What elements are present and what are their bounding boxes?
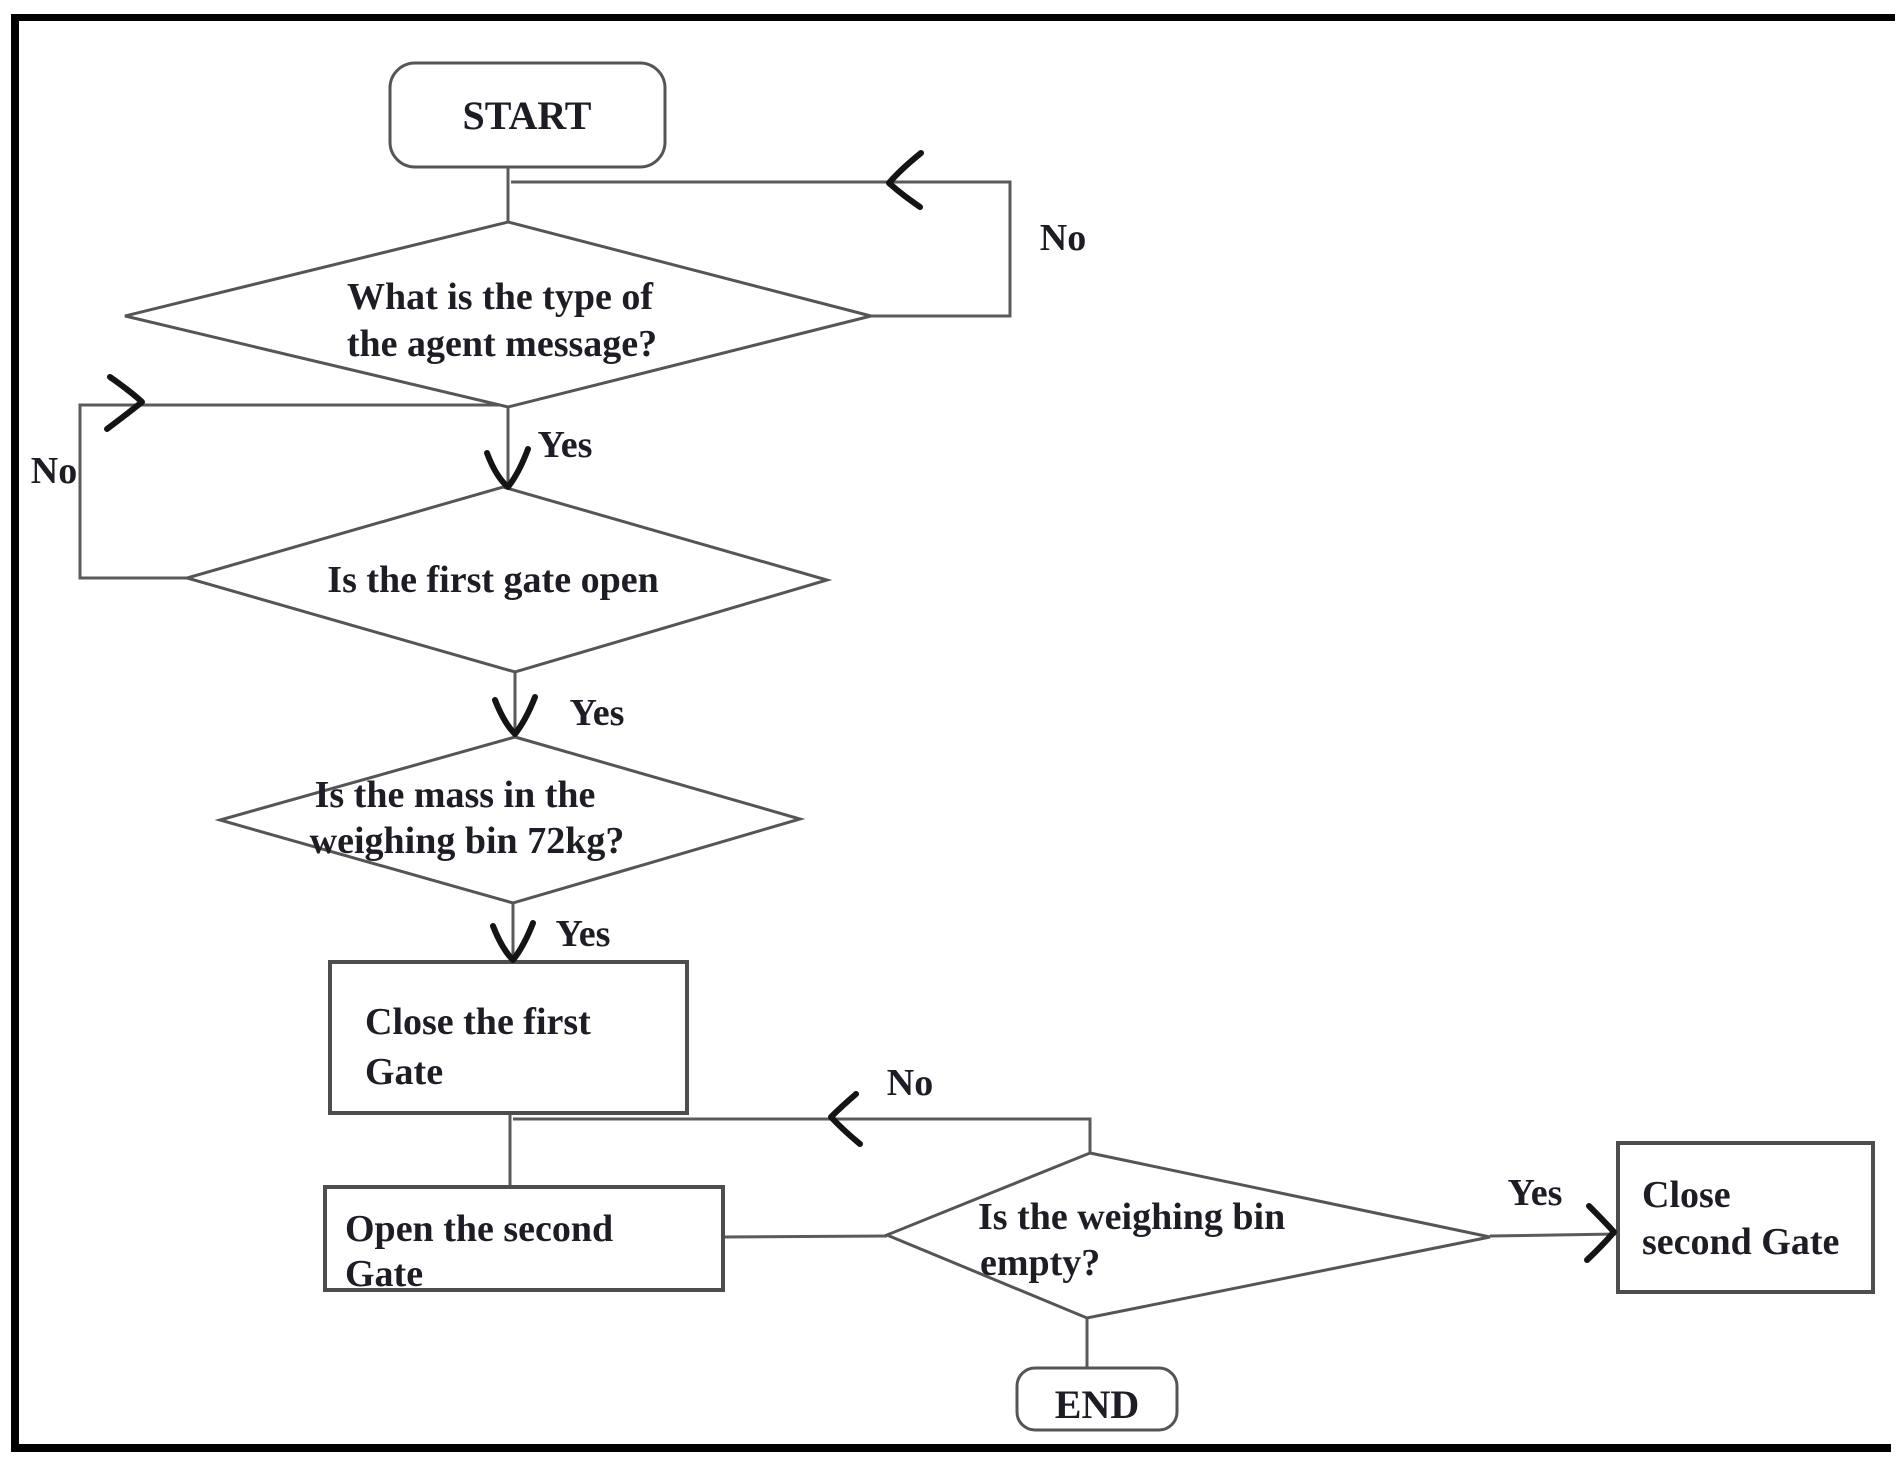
open-second-gate-text-line2: Gate <box>345 1253 423 1295</box>
mass-72kg-diamond-shape <box>214 735 806 905</box>
close-second-gate-text-line2: second Gate <box>1642 1221 1839 1263</box>
close-first-gate-text-line1: Close the first <box>365 1001 591 1043</box>
node-process-close-first-gate: Close the first Gate <box>328 960 689 1115</box>
edge-label-first-gate-no: No <box>31 450 77 492</box>
bin-empty-diamond-shape <box>883 1151 1491 1320</box>
agent-message-text-line1: What is the type of <box>347 276 654 318</box>
close-second-gate-box-shape <box>1616 1141 1875 1294</box>
edge-first-gate-no-loop <box>78 403 508 580</box>
edge-bin-empty-yes <box>1489 1232 1618 1238</box>
arrowhead-right-bin-empty-yes-icon <box>1584 1203 1617 1263</box>
arrowhead-down-mass-yes-icon <box>490 920 536 963</box>
edge-label-bin-empty-yes: Yes <box>1508 1172 1563 1214</box>
first-gate-diamond-shape <box>181 485 833 674</box>
agent-message-diamond-shape <box>124 220 872 409</box>
node-process-open-second-gate: Open the second Gate <box>323 1185 725 1295</box>
edge-label-agent-message-yes: Yes <box>538 424 593 466</box>
arrowhead-right-first-gate-no-icon <box>104 374 145 432</box>
node-decision-first-gate: Is the first gate open <box>181 485 833 674</box>
agent-message-text-line2: the agent message? <box>347 323 657 365</box>
node-end: END <box>1015 1366 1179 1432</box>
arrowhead-left-bin-empty-no-icon <box>828 1091 863 1147</box>
edge-label-mass-yes: Yes <box>556 913 611 955</box>
mass-72kg-text-line1: Is the mass in the <box>315 774 596 816</box>
close-second-gate-text-line1: Close <box>1642 1174 1731 1216</box>
edge-label-agent-message-no: No <box>1040 217 1086 259</box>
arrowhead-left-agent-message-no-icon <box>886 150 924 210</box>
node-decision-bin-empty: Is the weighing bin empty? <box>883 1151 1491 1320</box>
connectors <box>78 167 1618 1369</box>
page-frame <box>11 14 1895 1452</box>
edge-bin-empty-no-loop <box>513 1117 1092 1154</box>
edge-open-second-to-bin-empty <box>722 1234 888 1239</box>
node-decision-mass-72kg: Is the mass in the weighing bin 72kg? <box>214 735 806 905</box>
close-first-gate-box-shape <box>328 960 689 1115</box>
node-start: START <box>388 61 667 169</box>
first-gate-text: Is the first gate open <box>327 559 658 601</box>
frame-bottom-border <box>11 1444 1891 1452</box>
edge-agent-message-no-loop <box>511 180 1012 318</box>
edge-label-first-gate-yes: Yes <box>570 692 625 734</box>
end-terminator-shape <box>1015 1366 1179 1432</box>
edge-labels: No Yes No Yes Yes No Yes <box>31 217 1563 1214</box>
open-second-gate-text-line1: Open the second <box>345 1208 613 1250</box>
arrowhead-down-agent-message-yes-icon <box>484 446 531 490</box>
start-label: START <box>462 93 591 138</box>
frame-top-border <box>11 14 1895 21</box>
node-decision-agent-message: What is the type of the agent message? <box>124 220 872 409</box>
close-first-gate-text-line2: Gate <box>365 1051 443 1093</box>
start-terminator-shape <box>388 61 667 169</box>
end-label: END <box>1055 1382 1139 1427</box>
open-second-gate-box-shape <box>323 1185 725 1292</box>
node-process-close-second-gate: Close second Gate <box>1616 1141 1875 1294</box>
arrowheads <box>104 150 1617 1263</box>
frame-left-border <box>11 14 19 1452</box>
bin-empty-text-line2: empty? <box>980 1242 1100 1284</box>
arrowhead-down-first-gate-yes-icon <box>492 694 538 737</box>
edge-label-bin-empty-no: No <box>887 1062 933 1104</box>
bin-empty-text-line1: Is the weighing bin <box>978 1196 1285 1238</box>
mass-72kg-text-line2: weighing bin 72kg? <box>310 820 625 862</box>
